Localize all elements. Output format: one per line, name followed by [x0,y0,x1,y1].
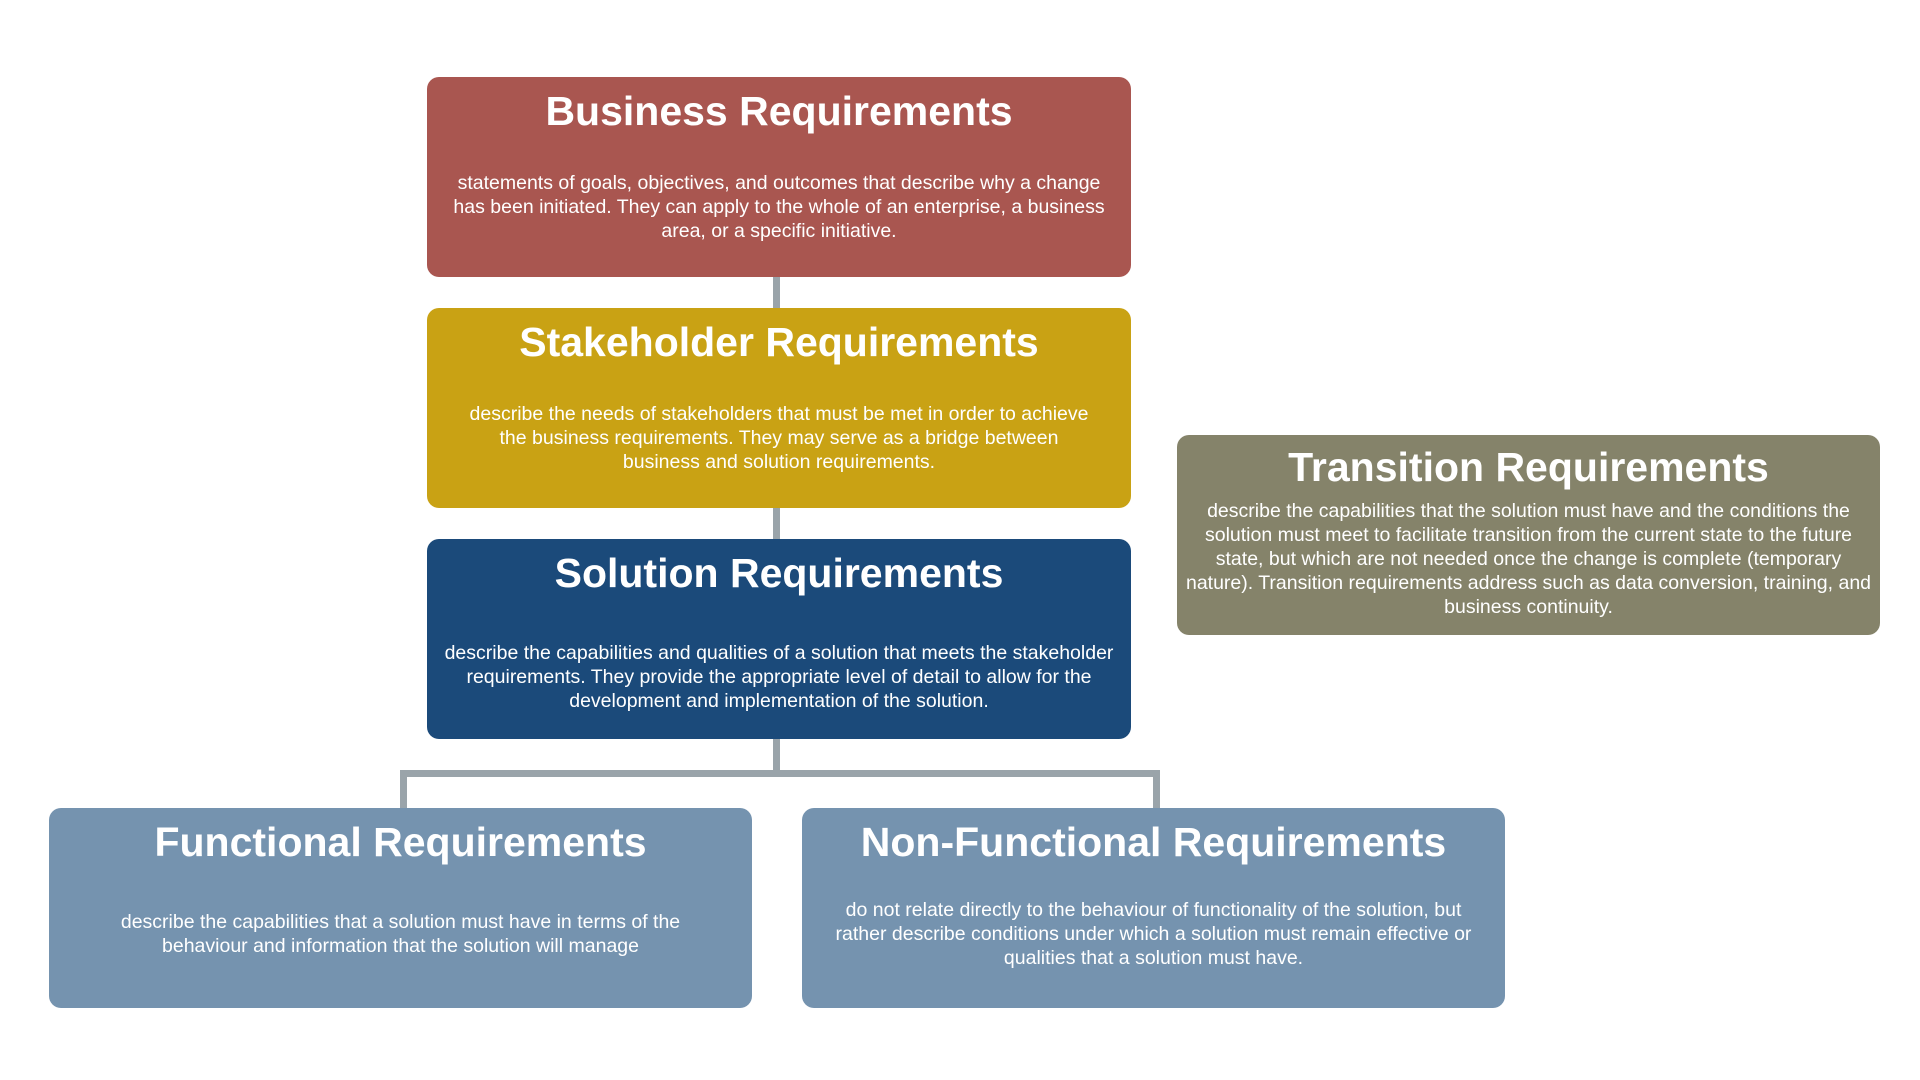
transition-requirements-description: describe the capabilities that the solut… [1185,500,1872,618]
stakeholder-requirements-description: describe the needs of stakeholders that … [469,403,1089,473]
connector-branch-functional [400,770,407,808]
non-functional-requirements-title: Non-Functional Requirements [860,819,1447,865]
solution-requirements-description: describe the capabilities and qualities … [444,642,1114,712]
functional-requirements-box: Functional Requirements describe the cap… [49,808,752,1008]
non-functional-requirements-description: do not relate directly to the behaviour … [835,899,1472,969]
connector-branch-horizontal [400,770,1160,777]
solution-requirements-title: Solution Requirements [554,550,1004,596]
functional-requirements-title: Functional Requirements [154,819,647,865]
connector-branch-non-functional [1153,770,1160,808]
connector-stakeholder-solution [773,508,780,539]
transition-requirements-title: Transition Requirements [1288,444,1769,490]
transition-requirements-box: Transition Requirements describe the cap… [1177,435,1880,635]
business-requirements-box: Business Requirements statements of goal… [427,77,1131,277]
connector-business-stakeholder [773,277,780,308]
non-functional-requirements-box: Non-Functional Requirements do not relat… [802,808,1505,1008]
connector-solution-trunk [773,739,780,775]
functional-requirements-description: describe the capabilities that a solutio… [120,911,681,957]
business-requirements-title: Business Requirements [545,88,1013,134]
solution-requirements-box: Solution Requirements describe the capab… [427,539,1131,739]
business-requirements-description: statements of goals, objectives, and out… [453,172,1105,242]
stakeholder-requirements-box: Stakeholder Requirements describe the ne… [427,308,1131,508]
stakeholder-requirements-title: Stakeholder Requirements [519,319,1039,365]
